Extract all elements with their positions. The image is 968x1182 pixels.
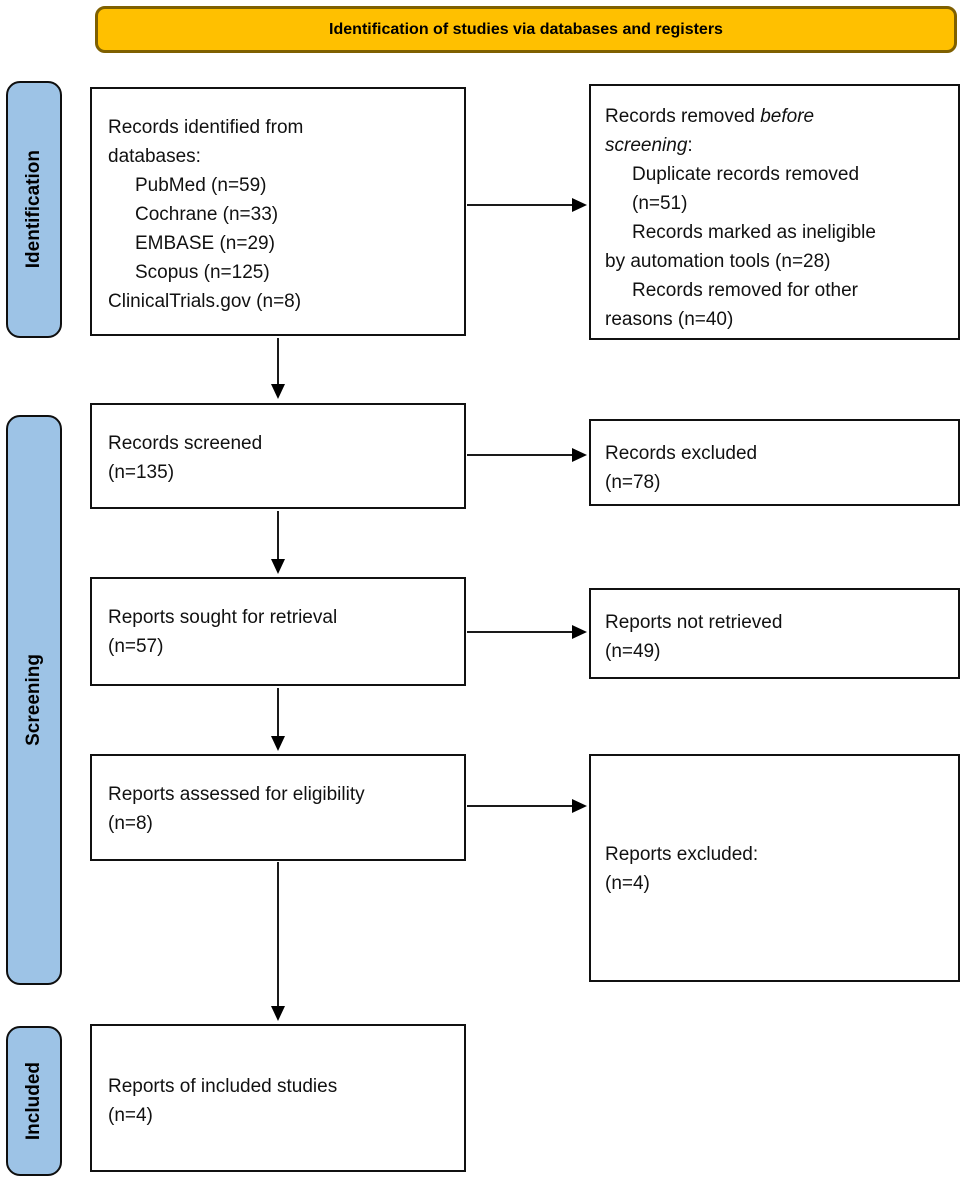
box-text-line: (n=4) [108,1105,153,1126]
box-text-line: reasons (n=40) [605,309,734,330]
stage-screening-label: Screening [23,654,44,746]
box-text-line: screening: [605,135,693,156]
arrow-down-icon [271,384,285,399]
arrow-down-icon [271,1006,285,1021]
arrow-down-icon [271,559,285,574]
arrow-line [467,454,573,456]
box-text-line: (n=49) [605,641,661,662]
box-text-line: EMBASE (n=29) [135,233,275,254]
arrow-line [277,862,279,1006]
box-records-excluded: Records excluded (n=78) [589,419,960,506]
box-text-line: PubMed (n=59) [135,175,267,196]
box-text-line: by automation tools (n=28) [605,251,831,272]
box-text-line: ClinicalTrials.gov (n=8) [108,291,302,312]
box-text-line: (n=78) [605,472,661,493]
box-text-line: Reports assessed for eligibility [108,784,365,805]
box-records-screened: Records screened (n=135) [90,403,466,509]
box-text-line: (n=57) [108,636,164,657]
arrow-right-icon [572,198,587,212]
stage-screening: Screening [6,415,62,985]
box-text-line: (n=4) [605,873,650,894]
arrow-right-icon [572,625,587,639]
box-reports-not-retrieved: Reports not retrieved (n=49) [589,588,960,679]
banner: Identification of studies via databases … [95,6,957,53]
arrow-line [277,338,279,384]
box-text-line: Scopus (n=125) [135,262,270,283]
arrow-line [277,511,279,559]
box-reports-excluded: Reports excluded: (n=4) [589,754,960,982]
stage-included-label: Included [23,1061,44,1141]
box-text-line: Records excluded [605,443,758,464]
stage-included: Included [6,1026,62,1176]
arrow-down-icon [271,736,285,751]
box-records-removed-before-screening: Records removed before screening: Duplicat… [589,84,960,340]
box-text-line: Reports excluded: [605,844,759,865]
box-reports-of-included-studies: Reports of included studies (n=4) [90,1024,466,1172]
arrow-line [467,631,573,633]
stage-identification: Identification [6,81,62,338]
stage-identification-label: Identification [23,150,44,269]
box-text-line: (n=135) [108,462,175,483]
box-text-line: Records screened [108,433,263,454]
arrow-right-icon [572,448,587,462]
box-text-line: Records identified from [108,117,304,138]
banner-label: Identification of studies via databases … [329,20,723,38]
box-text-line: Cochrane (n=33) [135,204,279,225]
box-text-line: Records removed for other [632,280,858,301]
arrow-line [467,805,573,807]
arrow-line [467,204,573,206]
box-reports-assessed-for-eligibility: Reports assessed for eligibility (n=8) [90,754,466,861]
box-reports-sought-for-retrieval: Reports sought for retrieval (n=57) [90,577,466,686]
box-text-line: databases: [108,146,201,167]
box-text-line: Reports not retrieved [605,612,783,633]
box-text-line: (n=51) [632,193,688,214]
box-text-line: Duplicate records removed [632,164,860,185]
box-text-line: (n=8) [108,813,153,834]
box-text-line: Reports of included studies [108,1076,338,1097]
box-text-line: Reports sought for retrieval [108,607,338,628]
box-records-identified: Records identified from databases: PubMed … [90,87,466,336]
box-text-line: Records removed before [605,106,815,127]
box-text-line: Records marked as ineligible [632,222,876,243]
arrow-right-icon [572,799,587,813]
arrow-line [277,688,279,736]
